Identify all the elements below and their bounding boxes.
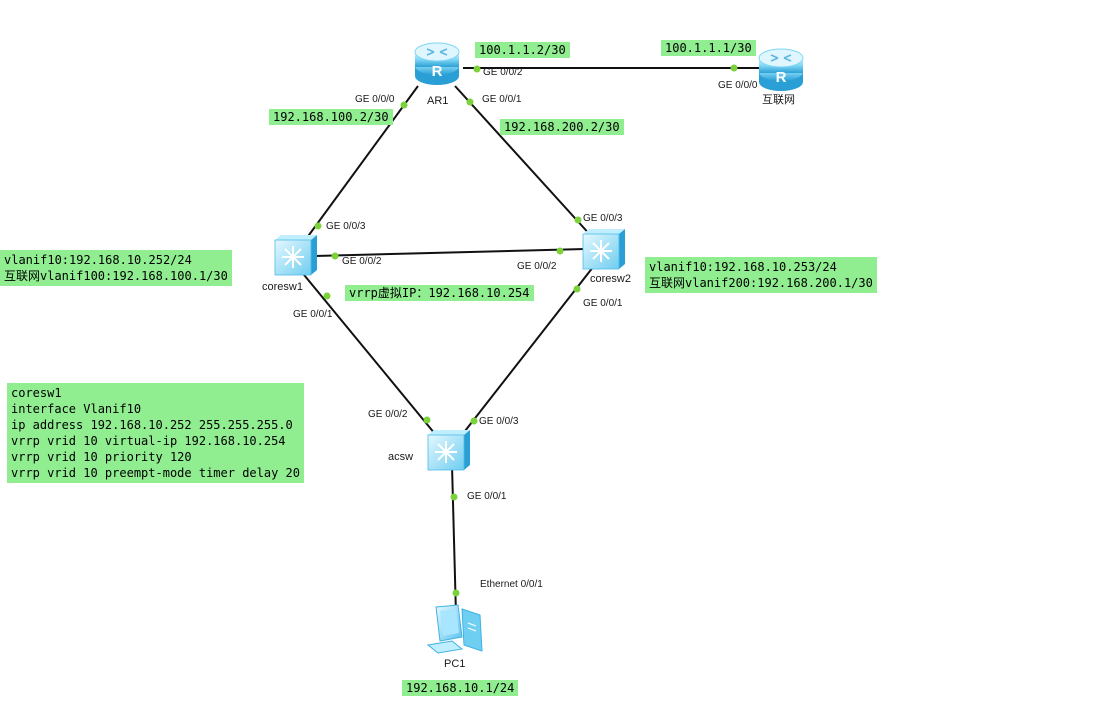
note-pc1-ip: 192.168.10.1/24: [402, 680, 519, 696]
port-dot-coresw1-ge001: [323, 292, 331, 300]
port-label-internet-ge000: GE 0/0/0: [718, 80, 758, 91]
port-label-acsw-ge001: GE 0/0/1: [467, 491, 507, 502]
port-label-acsw-ge002: GE 0/0/2: [368, 409, 408, 420]
router-icon[interactable]: R: [758, 48, 804, 91]
port-label-acsw-ge003: GE 0/0/3: [479, 416, 519, 427]
port-dot-ar1-ge002: [473, 65, 481, 73]
config-line: ip address 192.168.10.252 255.255.255.0: [11, 418, 293, 432]
port-label-ar1-ge001: GE 0/0/1: [482, 94, 522, 105]
switch-icon[interactable]: [427, 430, 470, 471]
router-icon[interactable]: R: [414, 42, 460, 85]
port-label-coresw2-ge002: GE 0/0/2: [517, 261, 557, 272]
device-label-ar1: AR1: [427, 95, 449, 107]
device-label-coresw1: coresw1: [262, 281, 303, 293]
note-ar1-ge002-ip: 100.1.1.2/30: [475, 42, 570, 58]
port-dot-ar1-ge000: [400, 101, 408, 109]
port-dot-ar1-ge001: [466, 98, 474, 106]
svg-text:R: R: [432, 63, 443, 80]
device-label-pc1: PC1: [444, 658, 466, 670]
device-label-internet: 互联网: [762, 94, 795, 106]
link-coresw2-acsw: [457, 261, 598, 441]
note-internet-ip: 100.1.1.1/30: [661, 40, 756, 56]
svg-text:R: R: [776, 69, 787, 86]
port-label-ar1-ge000: GE 0/0/0: [355, 94, 395, 105]
port-dot-coresw1-ge003: [314, 222, 322, 230]
port-label-coresw2-ge003: GE 0/0/3: [583, 213, 623, 224]
note-vrrp-vip: vrrp虚拟IP：192.168.10.254: [345, 285, 534, 301]
port-label-coresw1-ge002: GE 0/0/2: [342, 256, 382, 267]
port-dot-acsw-ge002: [423, 416, 431, 424]
port-dot-coresw1-ge002: [331, 252, 339, 260]
config-line: coresw1: [11, 386, 62, 400]
link-coresw1-coresw2: [314, 248, 586, 257]
port-dot-coresw2-ge003: [574, 216, 582, 224]
port-dot-acsw-ge001: [450, 493, 458, 501]
note-line: 互联网vlanif100:192.168.100.1/30: [4, 269, 228, 283]
port-label-coresw1-ge001: GE 0/0/1: [293, 309, 333, 320]
port-label-pc1-eth: Ethernet 0/0/1: [480, 579, 543, 590]
note-config: coresw1 interface Vlanif10 ip address 19…: [7, 383, 304, 483]
note-coresw2-info: vlanif10:192.168.10.253/24 互联网vlanif200:…: [645, 257, 877, 293]
port-dot-pc1-eth: [452, 589, 460, 597]
config-line: interface Vlanif10: [11, 402, 142, 416]
link-coresw1-acsw: [299, 269, 441, 441]
pc-icon[interactable]: [426, 604, 483, 654]
note-line: vlanif10:192.168.10.253/24: [649, 260, 837, 274]
config-line: vrrp vrid 10 priority 120: [11, 450, 192, 464]
device-label-coresw2: coresw2: [590, 273, 631, 285]
note-ar1-ge001-ip: 192.168.200.2/30: [500, 119, 624, 135]
port-dot-internet-ge000: [730, 64, 738, 72]
switch-icon[interactable]: [274, 235, 317, 276]
port-label-coresw2-ge001: GE 0/0/1: [583, 298, 623, 309]
config-line: vrrp vrid 10 virtual-ip 192.168.10.254: [11, 434, 286, 448]
note-ar1-ge000-ip: 192.168.100.2/30: [269, 109, 393, 125]
config-line: vrrp vrid 10 preempt-mode timer delay 20: [11, 466, 300, 480]
port-label-ar1-ge002: GE 0/0/2: [483, 67, 523, 78]
port-dot-coresw2-ge001: [573, 285, 581, 293]
switch-icon[interactable]: [582, 229, 625, 270]
device-label-acsw: acsw: [388, 451, 414, 463]
note-line: 互联网vlanif200:192.168.200.1/30: [649, 276, 873, 290]
port-label-coresw1-ge003: GE 0/0/3: [326, 221, 366, 232]
note-coresw1-info: vlanif10:192.168.10.252/24 互联网vlanif100:…: [0, 250, 232, 286]
port-dot-acsw-ge003: [470, 417, 478, 425]
link-ar1-coresw2: [454, 85, 594, 239]
port-dot-coresw2-ge002: [556, 247, 564, 255]
note-line: vlanif10:192.168.10.252/24: [4, 253, 192, 267]
